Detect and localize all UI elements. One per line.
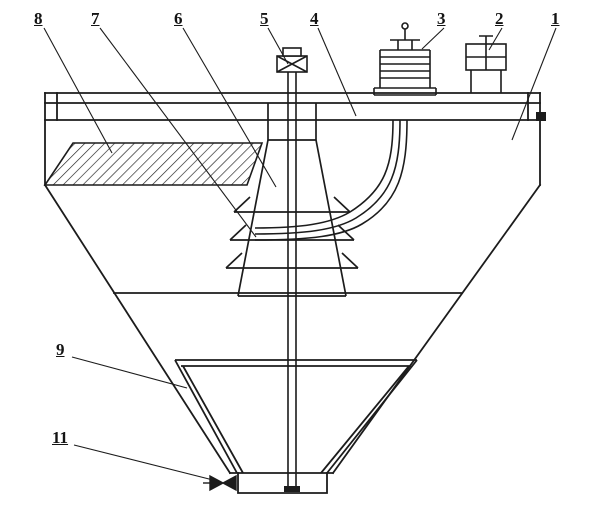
part-label-7: 7 xyxy=(91,9,100,28)
leader-lines xyxy=(43,27,557,482)
agitator-shaft xyxy=(276,47,308,492)
shaft-foot xyxy=(284,486,300,492)
center-column-deflectors xyxy=(225,103,359,297)
part-label-4: 4 xyxy=(310,9,319,28)
part-label-2: 2 xyxy=(495,9,504,28)
leader-2 xyxy=(488,27,503,51)
leader-4 xyxy=(317,27,357,117)
feed-box-unit xyxy=(465,35,507,93)
leader-11 xyxy=(73,444,218,482)
part-label-1: 1 xyxy=(551,9,560,28)
discharge-valve xyxy=(203,474,237,492)
leader-1 xyxy=(511,27,557,141)
leader-7 xyxy=(99,27,257,238)
drive-motor xyxy=(373,22,437,96)
part-label-5: 5 xyxy=(260,9,269,28)
leader-5 xyxy=(267,27,289,65)
part-label-3: 3 xyxy=(437,9,446,28)
tank-shell xyxy=(43,92,546,494)
leader-6 xyxy=(182,27,277,188)
inclined-plate-hatch-region xyxy=(43,142,264,186)
part-label-9: 9 xyxy=(56,340,65,359)
part-label-11: 11 xyxy=(52,428,69,447)
part-label-8: 8 xyxy=(34,9,43,28)
part-label-6: 6 xyxy=(174,9,183,28)
overflow-nozzle xyxy=(536,112,546,121)
leader-3 xyxy=(421,27,445,50)
leader-8 xyxy=(43,27,113,154)
leader-9 xyxy=(71,356,188,389)
